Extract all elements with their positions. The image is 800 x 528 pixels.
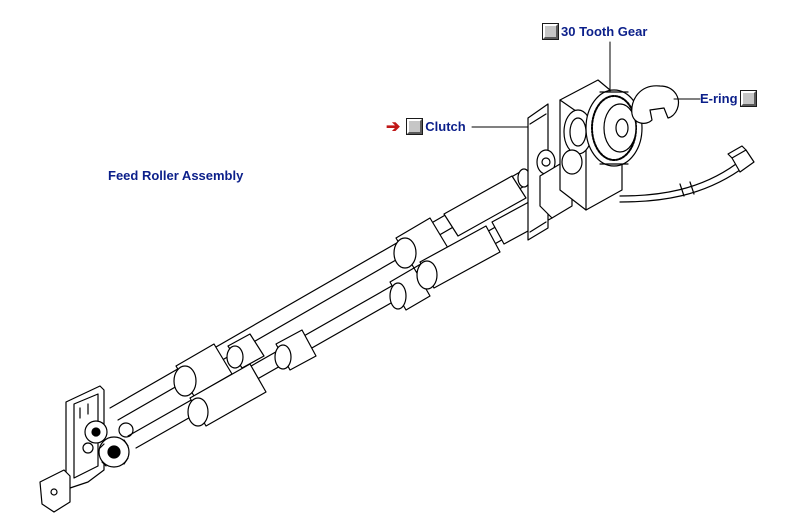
- thirty-tooth-gear-label: 30 Tooth Gear: [561, 24, 648, 39]
- clutch-label: Clutch: [425, 119, 466, 134]
- e-ring: [631, 85, 680, 124]
- e-ring-button[interactable]: [739, 90, 757, 107]
- clutch-callout: ➔ Clutch: [386, 118, 466, 135]
- e-ring-callout: E-ring: [700, 90, 757, 107]
- wire-harness: [619, 145, 755, 203]
- gear-callout: 30 Tooth Gear: [542, 23, 648, 40]
- clutch-button[interactable]: [406, 118, 424, 135]
- leader-lines: [471, 41, 701, 128]
- right-arrow-icon: ➔: [386, 117, 401, 136]
- lower-shaft-rollers: [187, 195, 553, 427]
- left-end-bracket: [39, 385, 105, 513]
- thirty-tooth-gear: [585, 89, 643, 167]
- e-ring-label: E-ring: [700, 91, 738, 106]
- thirty-tooth-gear-button[interactable]: [542, 23, 559, 40]
- diagram-title: Feed Roller Assembly: [108, 168, 244, 183]
- left-gear-cluster: [82, 420, 134, 468]
